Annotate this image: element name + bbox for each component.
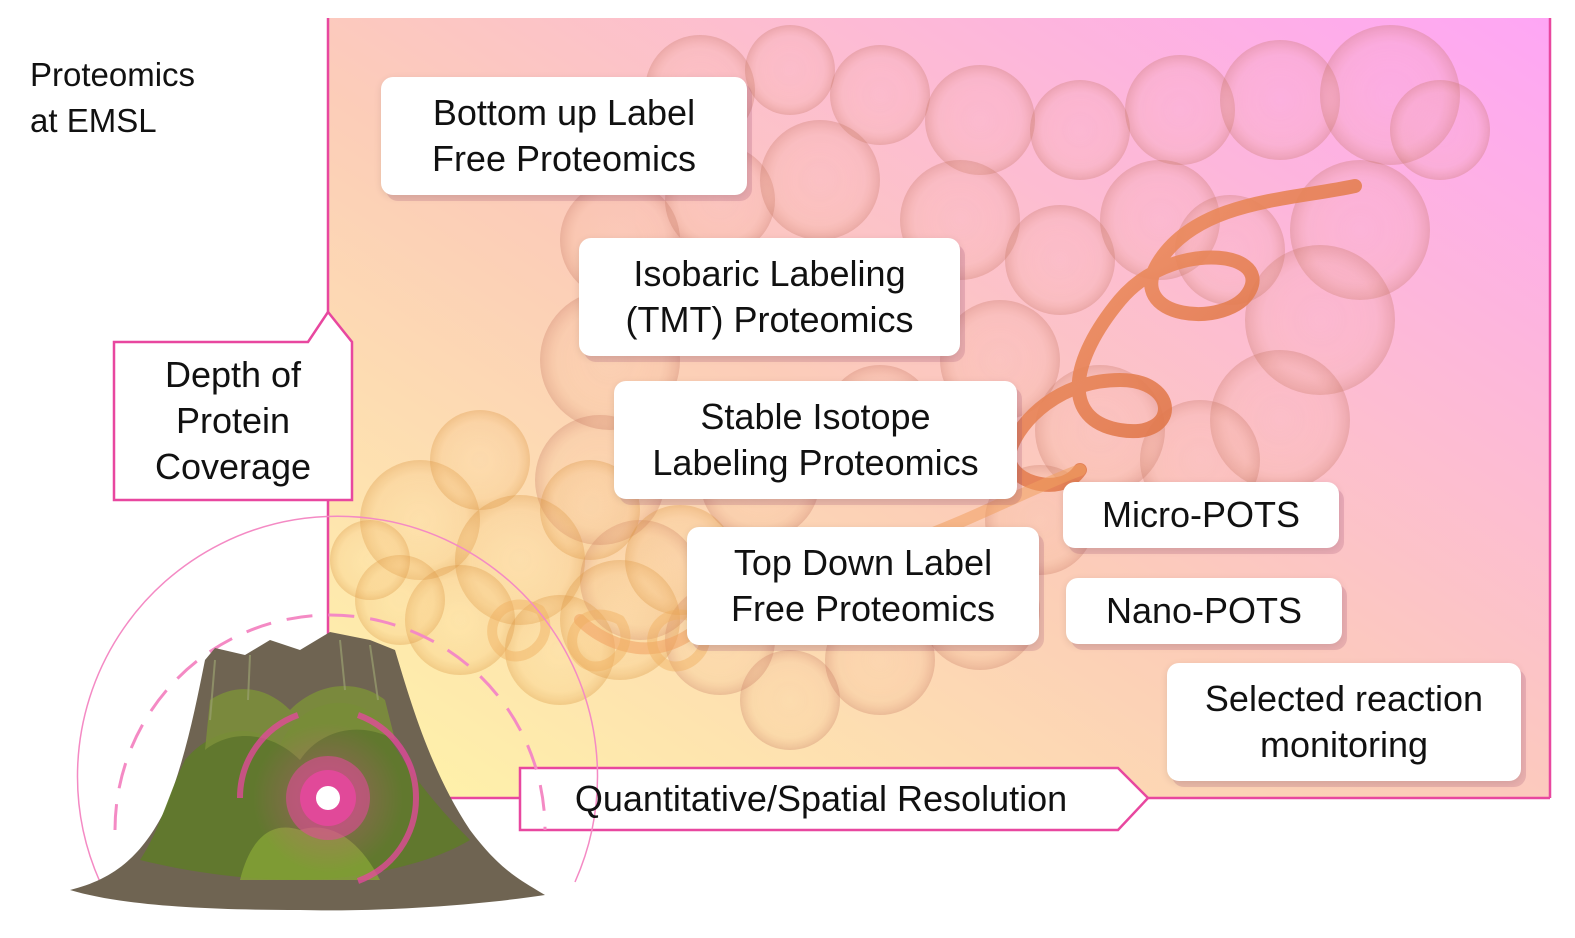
method-card-selected-reaction-monitoring: Selected reaction monitoring [1167, 663, 1521, 781]
method-card-top-down-label-free: Top Down Label Free Proteomics [687, 527, 1039, 645]
page-title: Proteomics at EMSL [30, 56, 196, 139]
method-card-micro-pots: Micro-POTS [1063, 482, 1339, 548]
x-axis-label: Quantitative/Spatial Resolution [574, 778, 1068, 819]
y-axis-callout-frame [112, 309, 354, 502]
method-card-nano-pots: Nano-POTS [1066, 578, 1342, 644]
y-axis-label: Depth of Protein Coverage [154, 354, 312, 487]
range-arcs [76, 515, 599, 883]
target-origin-icon [236, 712, 420, 884]
method-card-stable-isotope-labeling: Stable Isotope Labeling Proteomics [614, 381, 1017, 499]
method-card-bottom-up-label-free: Bottom up Label Free Proteomics [381, 77, 747, 195]
x-axis-callout-frame [518, 766, 1150, 832]
method-card-isobaric-labeling-tmt: Isobaric Labeling (TMT) Proteomics [579, 238, 960, 356]
